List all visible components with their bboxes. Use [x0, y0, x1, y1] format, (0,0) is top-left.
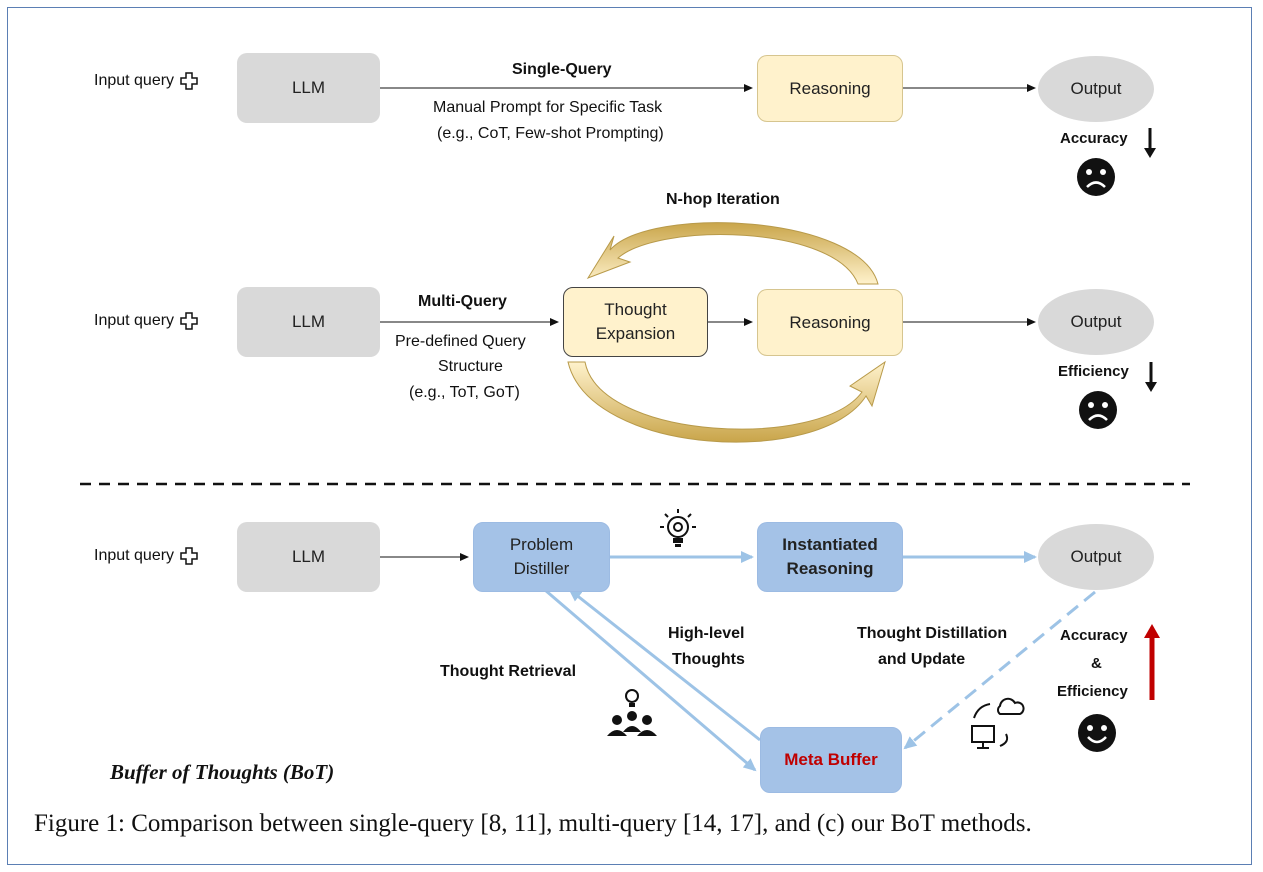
down-arrow-icon	[1145, 362, 1157, 392]
input-query-text: Input query	[94, 547, 175, 564]
thought-distillation-line1: Thought Distillation	[857, 625, 1008, 642]
efficiency-metric-label: Efficiency	[1058, 363, 1129, 380]
high-level-thoughts-line1: High-level	[668, 625, 745, 642]
bot-section-title: Buffer of Thoughts (BoT)	[110, 760, 335, 784]
multi-query-desc-line1: Pre-defined Query	[395, 333, 526, 350]
high-level-thoughts-line2: Thoughts	[672, 651, 745, 668]
output-oval-2: Output	[1038, 289, 1154, 355]
figure-caption: Figure 1: Comparison between single-quer…	[34, 810, 1032, 837]
accuracy-efficiency-line2: &	[1091, 655, 1102, 672]
cloud-sync-icon	[971, 697, 1025, 749]
arrow-meta-to-distiller	[568, 588, 761, 742]
single-query-label: Single-Query	[512, 61, 612, 78]
instantiated-reasoning-box: Instantiated Reasoning	[757, 522, 903, 592]
meta-buffer-label: Meta Buffer	[784, 750, 878, 769]
accuracy-metric-label: Accuracy	[1060, 130, 1128, 147]
llm-box-2: LLM	[237, 287, 380, 357]
output-oval-3: Output	[1038, 524, 1154, 590]
team-idea-icon	[607, 689, 657, 736]
meta-buffer-box: Meta Buffer	[760, 727, 902, 793]
sad-face-icon	[1077, 158, 1115, 196]
instantiated-reasoning-line1: Instantiated	[782, 535, 878, 554]
problem-distiller-box: Problem Distiller	[473, 522, 610, 592]
problem-distiller-line2: Distiller	[513, 559, 570, 578]
sad-face-icon	[1079, 391, 1117, 429]
multi-query-desc-line3: (e.g., ToT, GoT)	[409, 384, 520, 401]
loop-arrow-top	[586, 222, 879, 285]
query-icon	[180, 312, 198, 330]
llm-box-3: LLM	[237, 522, 380, 592]
happy-face-icon	[1078, 714, 1116, 752]
accuracy-efficiency-line3: Efficiency	[1057, 683, 1128, 700]
reasoning-box-2: Reasoning	[757, 289, 903, 356]
input-query-label-2: Input query	[94, 312, 198, 330]
up-arrow-icon	[1144, 624, 1160, 700]
input-query-text: Input query	[94, 72, 175, 89]
instantiated-reasoning-line2: Reasoning	[786, 559, 874, 578]
loop-arrow-bottom	[567, 360, 886, 443]
figure-frame	[7, 7, 1252, 865]
arrow-distiller-to-meta	[544, 588, 757, 772]
input-query-text: Input query	[94, 312, 175, 329]
multi-query-label: Multi-Query	[418, 293, 507, 310]
reasoning-box-1: Reasoning	[757, 55, 903, 122]
input-query-label-1: Input query	[94, 72, 198, 90]
multi-query-desc-line2: Structure	[438, 358, 503, 375]
single-query-desc-line2: (e.g., CoT, Few-shot Prompting)	[437, 125, 664, 142]
output-oval-1: Output	[1038, 56, 1154, 122]
n-hop-iteration-label: N-hop Iteration	[666, 191, 780, 208]
down-arrow-icon	[1144, 128, 1156, 158]
llm-box-1: LLM	[237, 53, 380, 123]
problem-distiller-line1: Problem	[509, 535, 574, 554]
thought-retrieval-label: Thought Retrieval	[440, 663, 577, 680]
query-icon	[180, 547, 198, 565]
accuracy-efficiency-line1: Accuracy	[1060, 627, 1128, 644]
thought-expansion-line2: Expansion	[595, 324, 676, 343]
query-icon	[180, 72, 198, 90]
lightbulb-gear-icon	[660, 509, 696, 547]
thought-expansion-line1: Thought	[604, 300, 667, 319]
single-query-desc-line1: Manual Prompt for Specific Task	[433, 99, 663, 116]
thought-expansion-box: Thought Expansion	[563, 287, 708, 357]
arrow-output-to-meta	[903, 590, 1096, 750]
input-query-label-3: Input query	[94, 547, 198, 565]
thought-distillation-line2: and Update	[878, 651, 966, 668]
